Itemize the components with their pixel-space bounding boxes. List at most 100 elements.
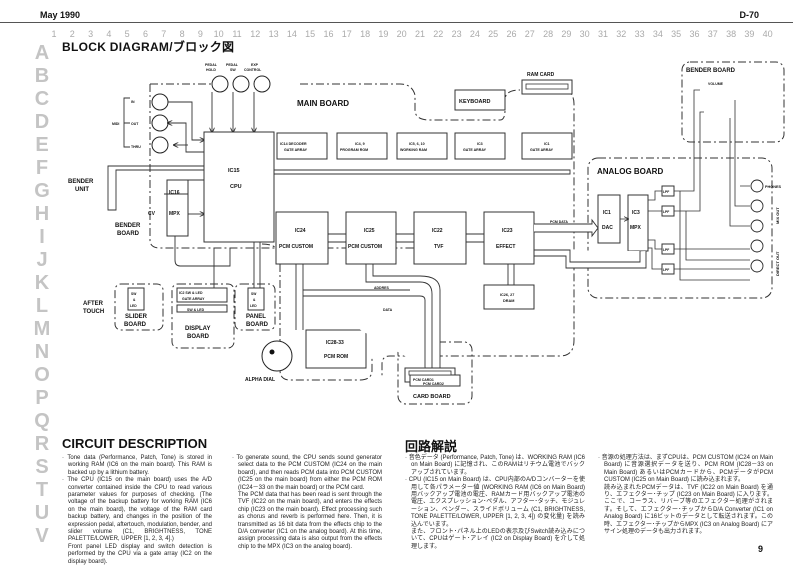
grid-column-number: 34 [652,29,663,39]
cv-label: CV [148,211,156,217]
circuit-desc-para: · The CPU (IC15 on the main board) uses … [62,477,212,543]
grid-column-number: 13 [268,29,279,39]
midi-thru-label: THRU [131,145,141,149]
panel-led-label: LED [250,304,257,308]
pcm25-label-ic: IC25 [364,228,375,234]
slider-led-label: LED [130,304,137,308]
pcm-custom-24-block [275,211,329,265]
circuit-description-col1: · Tone data (Performance, Patch, Tone) i… [62,455,212,566]
panel-board-boundary [234,283,276,331]
ic2-gate-array-block [176,287,228,303]
grid-column-number: 36 [689,29,700,39]
decoder-label-1: IC14 DECODER [280,142,307,146]
pedal-hold-label-1: PEDAL [205,63,218,67]
direct-out-l-jack [750,239,764,253]
grid-column-number: 15 [305,29,316,39]
midi-out-label: OUT [131,122,139,126]
circuit-description-col2: · To generate sound, the CPU sends sound… [232,455,382,551]
pedal-sw-jack [232,75,250,93]
tvf-label-ic: IC22 [432,228,443,234]
pcm24-label-name: PCM CUSTOM [279,244,313,250]
mix-out-label: MIX OUT [775,207,780,224]
after-touch-label-1: AFTER [83,301,104,307]
pcm-data-bus [534,218,599,238]
pcm-card1-label: PCM CARD1 [413,378,434,382]
ga1-label-2: GATE ARRAY [530,148,554,152]
grid-column-number: 1 [51,29,57,39]
grid-column-number: 18 [360,29,371,39]
grid-column-number: 16 [323,29,334,39]
phones-label: PHONES [765,185,782,189]
grid-column-number: 2 [69,29,75,39]
grid-row-letter: M [33,318,51,340]
slider-amp-label: & [133,298,136,302]
mix-out-r-jack [750,219,764,233]
grid-column-number: 5 [124,29,130,39]
address-label: ADDRES [374,286,389,290]
midi-in-jack [151,93,169,111]
keyboard-label: KEYBOARD [459,99,491,105]
grid-row-letter: U [34,502,50,524]
midi-in-label: IN [131,100,135,104]
keyboard-block [454,89,506,111]
grid-row-letter: V [35,525,49,547]
page-number: 9 [757,544,763,554]
bus-25-tvf [396,233,414,243]
grid-column-number: 3 [88,29,94,39]
mpx16-label-name: MPX [169,211,181,217]
pcm24-label-ic: IC24 [295,228,306,234]
pcm-custom-25-block [345,211,397,265]
mpx3-label-ic: IC3 [632,210,640,216]
grid-row-letter: T [35,479,49,501]
circuit-desc-para: · Tone data (Performance, Patch, Tone) i… [62,455,212,476]
bender-board-right-boundary [681,61,785,143]
data-label: DATA [383,308,393,312]
dac-label-name: DAC [602,225,613,231]
lpf-4-label: LPF [663,268,669,272]
mpx16-label-ic: IC16 [169,190,180,196]
circuit-desc-para: · To generate sound, the CPU sends sound… [232,455,382,491]
prog-rom-label-1: IC4, 9 [355,142,365,146]
pedal-sw-label-1: PEDAL [226,63,239,67]
lpf-2-label: LPF [663,210,669,214]
grid-row-letter: S [35,456,49,478]
prog-rom-label-2: PROGRAM ROM [340,148,368,152]
grid-column-number: 35 [671,29,682,39]
jp-description-col2: · 音源の処理方法は、まずCPUは、PCM CUSTOM (IC24 on Ma… [598,455,773,536]
circuit-description-title: CIRCUIT DESCRIPTION [62,436,208,451]
jp-desc-para: また、フロント･パネル上のLEDの表示及びSwitch読み込みについて、CPUは… [411,529,585,550]
display-board-label-2: BOARD [187,334,210,340]
grid-column-number: 26 [506,29,517,39]
grid-row-letter: E [35,134,49,156]
grid-column-number: 29 [561,29,572,39]
cpu-label-name: CPU [230,184,242,190]
mix-out-l-jack [750,199,764,213]
block-diagram-title: BLOCK DIAGRAM/ブロック図 [62,40,235,54]
pcm-card2-label: PCM CARD2 [423,382,444,386]
pcm-rom-label-ic: IC28-33 [326,340,344,346]
cpu-block [203,131,275,243]
grid-row-letter: Q [34,410,50,432]
jp-desc-para: · 音源の処理方法は、まずCPUは、PCM CUSTOM (IC24 on Ma… [598,455,773,484]
bus-24-25 [328,233,346,243]
bender-board-left-label-2: BOARD [117,231,140,237]
pcm25-label-name: PCM CUSTOM [348,244,382,250]
grid-row-letter: H [34,203,50,225]
bender-unit-label-2: UNIT [75,187,89,193]
work-ram-label-2: WORKING RAM [400,148,427,152]
ic2-label-1: IC2 SW & LED [179,291,203,295]
grid-column-number: 19 [378,29,389,39]
pcm-rom-block [305,329,367,369]
grid-row-letter: P [35,387,49,409]
grid-row-letter: G [34,180,50,202]
grid-column-number: 33 [634,29,645,39]
effect-label-ic: IC23 [502,228,513,234]
effect-label-name: EFFECT [496,244,515,250]
panel-sw-label: SW [251,292,257,296]
pcm-rom-boundary [261,243,373,381]
decoder-label-2: GATE ARRAY [284,148,308,152]
grid-row-letter: K [34,272,50,294]
grid-column-number: 4 [106,29,112,39]
pedal-sw-label-2: SW [230,68,236,72]
